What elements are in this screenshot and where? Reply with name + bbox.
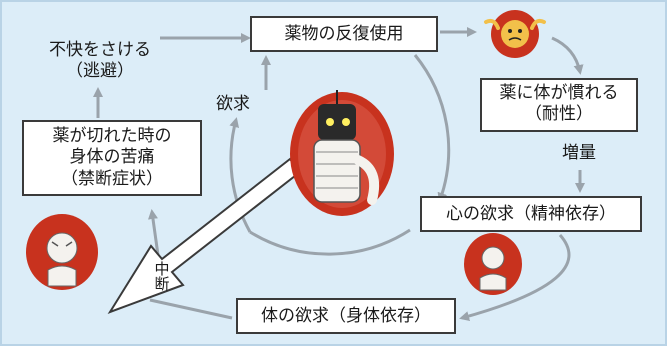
cycle-arc-bottom	[249, 228, 411, 256]
distressed-face-illustration	[476, 8, 554, 60]
node-withdrawal-line3: （禁断症状）	[61, 168, 163, 189]
addiction-monster-illustration	[288, 90, 396, 218]
node-withdrawal-line2: 身体の苦痛	[69, 147, 155, 168]
node-craving-label: 欲求	[216, 94, 250, 114]
suffering-person-illustration	[22, 212, 102, 292]
node-psychological-label: 心の欲求（精神依存）	[446, 204, 616, 224]
stop-label-char1: 中	[154, 260, 170, 278]
arrow-physical-to-withdrawal	[149, 298, 233, 320]
node-repeated-use-label: 薬物の反復使用	[284, 24, 404, 44]
node-physical-label: 体の欲求（身体依存）	[261, 306, 431, 326]
cycle-arc-left	[229, 117, 252, 233]
node-increase: 増量	[554, 143, 604, 164]
node-repeated-use: 薬物の反復使用	[250, 16, 438, 52]
stop-label: 中 断	[150, 262, 174, 292]
node-craving: 欲求	[208, 94, 258, 115]
node-tolerance-line1: 薬に体が慣れる	[499, 83, 619, 103]
node-avoid-line2: （逃避）	[66, 61, 134, 82]
node-tolerance-line2: （耐性）	[525, 104, 593, 125]
node-psychological: 心の欲求（精神依存）	[420, 196, 642, 232]
craving-person-illustration	[462, 232, 524, 296]
node-withdrawal: 薬が切れた時の 身体の苦痛 （禁断症状）	[22, 120, 202, 196]
node-withdrawal-line1: 薬が切れた時の	[52, 126, 172, 146]
node-avoid-line1: 不快をさける	[49, 40, 151, 60]
node-avoid: 不快をさける （逃避）	[38, 40, 162, 83]
stop-label-char2: 断	[154, 275, 170, 293]
cycle-arc-right	[413, 54, 451, 203]
node-tolerance: 薬に体が慣れる （耐性）	[480, 78, 638, 132]
stop-arrow	[107, 157, 302, 314]
node-increase-label: 増量	[562, 143, 596, 163]
arrow-psych-to-physical	[459, 234, 571, 321]
node-physical: 体の欲求（身体依存）	[236, 298, 456, 334]
